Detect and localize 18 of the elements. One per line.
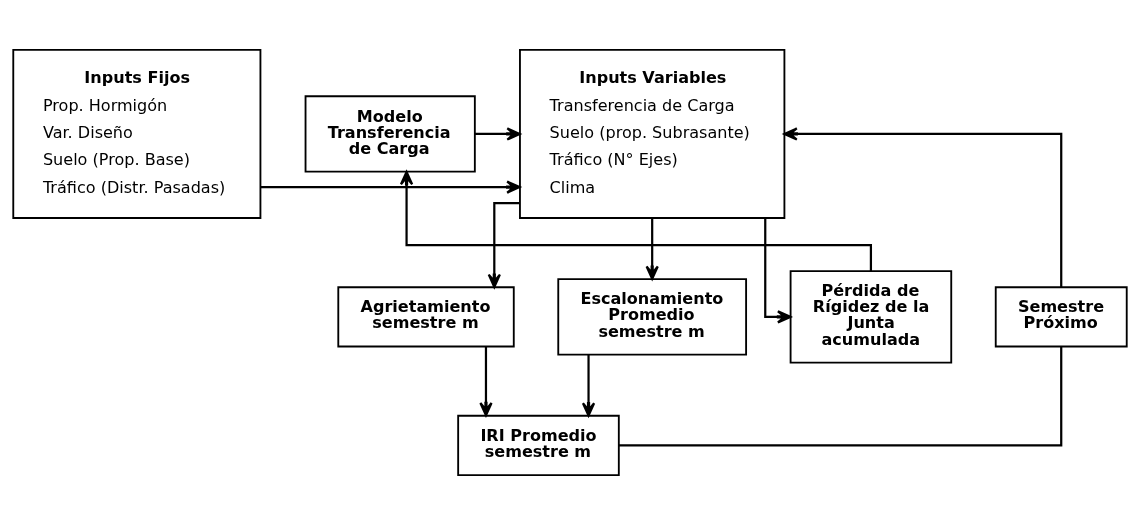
arrow xyxy=(581,354,596,417)
connector xyxy=(619,346,1063,447)
arrow xyxy=(474,127,521,141)
arrow xyxy=(783,127,1063,288)
arrow xyxy=(764,218,792,324)
node-box: Modelo Transferencia de Carga xyxy=(304,95,476,173)
node-box: Inputs Fijos Prop. Hormigón Var. Diseño Suelo (Prop. Base) Tráfico (Distr. Pasadas) xyxy=(12,49,262,219)
arrow xyxy=(645,218,659,280)
node-box: Semestre Próximo xyxy=(994,286,1128,348)
node-box: Agrietamiento semestre m xyxy=(337,286,515,348)
arrow xyxy=(479,346,493,417)
node-box: Inputs Variables Transferencia de Carga Suelo (prop. Subrasante) Tráfico (N° Ejes) Clima xyxy=(519,49,786,219)
arrow xyxy=(260,180,521,194)
arrow xyxy=(399,170,873,272)
node-box: IRI Promedio semestre m xyxy=(457,414,620,476)
node-box: Pérdida de Rígidez de la Junta acumulada xyxy=(789,270,953,364)
arrow xyxy=(487,202,520,289)
node-box: Escalonamiento Promedio semestre m xyxy=(557,278,748,356)
